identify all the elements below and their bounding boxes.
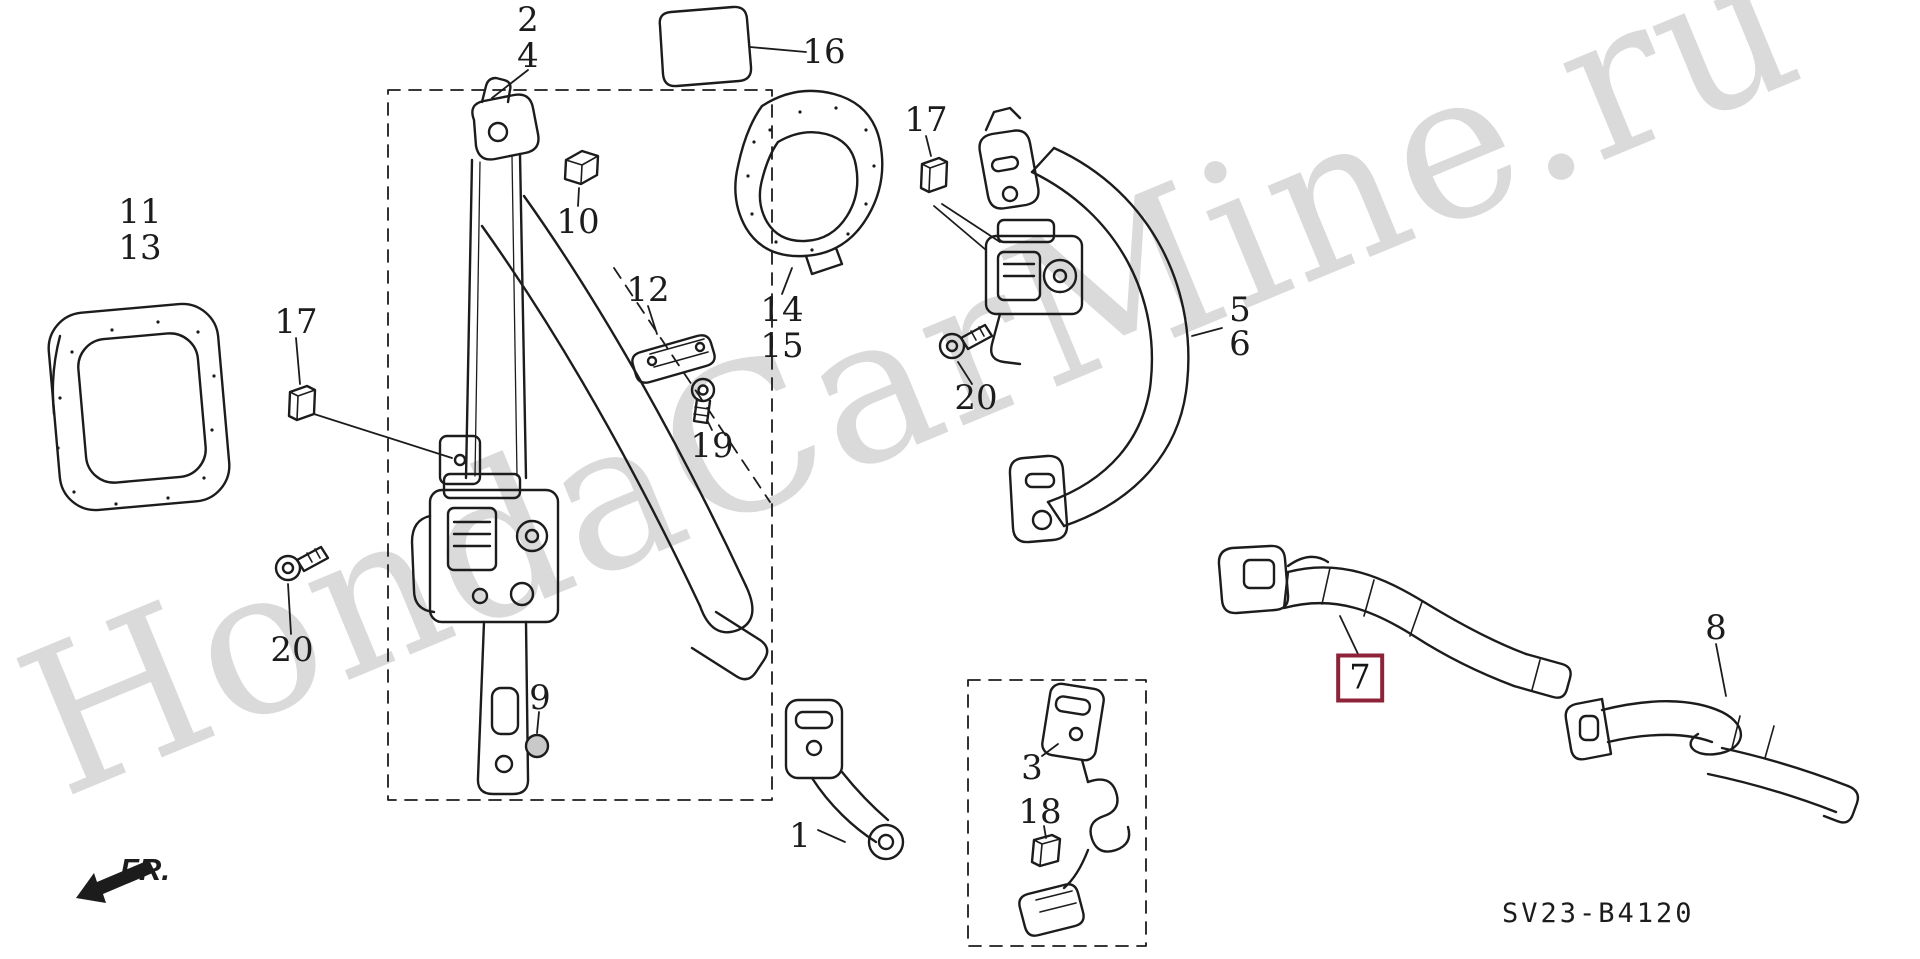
part-callout-19[interactable]: 19 xyxy=(690,426,734,466)
rail-bracket-12 xyxy=(631,334,716,384)
bolt-20-right xyxy=(938,323,994,360)
part-callout-9[interactable]: 9 xyxy=(529,678,551,718)
bolt-19 xyxy=(690,377,716,425)
anchor-cover-14-15 xyxy=(734,89,884,276)
cover-texture-dots xyxy=(746,106,876,252)
rear-center-buckle-3 xyxy=(1018,682,1131,937)
webbing-arc xyxy=(1052,146,1190,528)
line-art-root xyxy=(47,5,1860,947)
part-callout-7-selected[interactable]: 7 xyxy=(1336,653,1384,703)
part-callout-13[interactable]: 13 xyxy=(118,228,162,268)
cover-plate-16 xyxy=(658,5,753,88)
part-callout-6[interactable]: 6 xyxy=(1229,324,1251,364)
leader-lines xyxy=(287,46,1727,843)
part-callout-5[interactable]: 5 xyxy=(1229,290,1251,330)
part-callout-17-top[interactable]: 17 xyxy=(904,100,948,140)
retractor-body xyxy=(428,488,560,624)
front-assembly-boundary-dashed xyxy=(387,89,773,801)
part-callout-17-left[interactable]: 17 xyxy=(274,302,318,342)
cover-texture-dots xyxy=(56,320,216,506)
retractor-body xyxy=(984,234,1084,316)
webbing xyxy=(1286,566,1528,656)
part-callout-3[interactable]: 3 xyxy=(1021,748,1043,788)
part-callout-18[interactable]: 18 xyxy=(1018,792,1062,832)
part-callout-2[interactable]: 2 xyxy=(517,0,539,40)
rear-buckle-boundary-dashed xyxy=(967,679,1147,947)
part-callout-12[interactable]: 12 xyxy=(626,270,670,310)
clip-10 xyxy=(563,149,600,186)
upper-anchor xyxy=(978,129,1040,210)
fr-direction-label: FR. xyxy=(120,852,170,887)
part-callout-10[interactable]: 10 xyxy=(556,202,600,242)
upper-anchor xyxy=(471,93,540,161)
belt-stop-button-9 xyxy=(524,733,550,759)
part-callout-1[interactable]: 1 xyxy=(789,816,811,856)
center-seat-belt-7 xyxy=(1217,544,1572,699)
diagram-code: SV23-B4120 xyxy=(1502,898,1695,929)
end-tab xyxy=(1564,697,1613,761)
anchor-cover-left-11-13 xyxy=(47,302,231,512)
part-callout-15[interactable]: 15 xyxy=(760,326,804,366)
lower-anchor-strap xyxy=(476,620,530,796)
wire-coil xyxy=(1086,778,1131,853)
end-plate xyxy=(1512,652,1572,699)
clip-17-top xyxy=(919,156,949,194)
lower-anchor xyxy=(1008,454,1069,544)
part-callout-4[interactable]: 4 xyxy=(517,36,539,76)
part-callout-8[interactable]: 8 xyxy=(1705,608,1727,648)
vertical-webbing xyxy=(464,158,474,480)
bolt-20-left xyxy=(274,545,330,582)
connector xyxy=(1018,883,1085,937)
webbing-fold xyxy=(1600,700,1742,756)
height-adjuster xyxy=(438,434,482,486)
fr-direction-arrow xyxy=(76,860,155,903)
part-callout-14[interactable]: 14 xyxy=(760,290,804,330)
clip-18 xyxy=(1030,833,1062,868)
outer-lap-belt-8 xyxy=(1564,697,1860,824)
clip-17-left xyxy=(287,384,317,422)
part-callout-16[interactable]: 16 xyxy=(802,32,846,72)
part-callout-20-right[interactable]: 20 xyxy=(954,378,998,418)
part-callout-20-left[interactable]: 20 xyxy=(270,630,314,670)
buckle-housing xyxy=(1217,544,1290,615)
tongue-plate xyxy=(690,610,769,681)
end-plate xyxy=(1822,784,1860,824)
front-buckle-1 xyxy=(784,698,905,861)
rear-shoulder-belt-assembly-5-6 xyxy=(978,106,1190,544)
part-callout-11[interactable]: 11 xyxy=(118,192,162,232)
